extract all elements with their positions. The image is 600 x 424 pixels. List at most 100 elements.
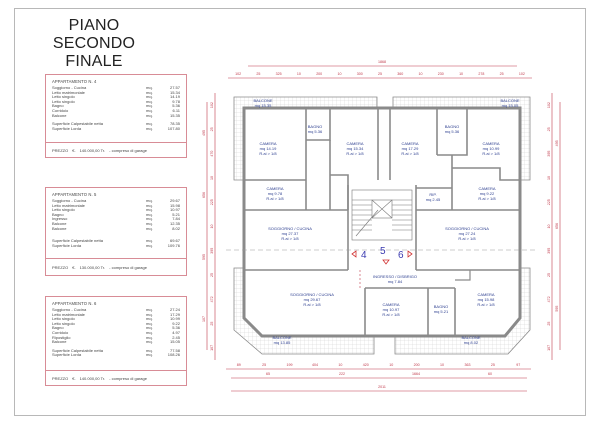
walls xyxy=(242,106,522,338)
room-label: R.ai > 1/8 xyxy=(401,151,419,156)
dimension-label: 10 xyxy=(338,363,342,367)
room-label: R.ai > 1/8 xyxy=(266,196,284,201)
room-label: mq 15.98 xyxy=(478,297,495,302)
balcony-label: BALCONE xyxy=(461,335,480,340)
price-row: PREZZO €. 130.000,00 Tr. - compreso di g… xyxy=(46,258,186,275)
dimension-label: 102 xyxy=(519,72,525,76)
dimension-label: 395 xyxy=(547,151,551,157)
room-label: BAGNO xyxy=(434,304,448,309)
dimension-label: 395 xyxy=(210,248,214,254)
dimension-label: 25 xyxy=(500,72,504,76)
room-label: R.ai > 1/8 xyxy=(259,151,277,156)
dimension-label: 25 xyxy=(210,322,214,326)
room-label: mq 10.97 xyxy=(383,307,400,312)
dimension-label: 656 xyxy=(202,192,206,198)
dimension-label: 10 xyxy=(297,72,301,76)
room-label: RIP. xyxy=(429,192,436,197)
room-label: mq 10.99 xyxy=(483,146,500,151)
dimension-label: 363 xyxy=(464,363,470,367)
staircase xyxy=(351,189,413,241)
room-label: mq 14.19 xyxy=(260,146,277,151)
dimension-label: 25 xyxy=(547,127,551,131)
room-label: SOGGIORNO / CUCINA xyxy=(445,226,489,231)
price-row: PREZZO €. 140.000,00 Tr. - compreso di g… xyxy=(46,370,186,385)
room-label: BAGNO xyxy=(445,124,459,129)
dimension-label: 225 xyxy=(547,199,551,205)
dimension-label: 25 xyxy=(210,127,214,131)
dimension-label: 200 xyxy=(316,72,322,76)
room-label: BAGNO xyxy=(308,124,322,129)
dimension-label: 107 xyxy=(547,345,551,351)
dimension-label: 404 xyxy=(312,363,318,367)
room-label: mq 5.36 xyxy=(445,129,460,134)
dimension-label: 25 xyxy=(210,273,214,277)
room-label: SOGGIORNO / CUCINA xyxy=(268,226,312,231)
dimension-label: 495 xyxy=(202,130,206,136)
room-label: mq 17.29 xyxy=(402,146,419,151)
dimension-label: 60 xyxy=(488,372,492,376)
room-label: R.ai > 1/8 xyxy=(478,196,496,201)
room-label: CAMERA xyxy=(482,141,499,146)
room-label: mq 5.21 xyxy=(434,309,449,314)
dimension-label: 102 xyxy=(235,72,241,76)
dimension-label: 65 xyxy=(266,372,270,376)
room-label: mq 27.24 xyxy=(459,231,476,236)
room-label: mq 9.22 xyxy=(480,191,495,196)
room-label: CAMERA xyxy=(477,292,494,297)
marker-5: 5 xyxy=(380,246,386,257)
dimension-label: 10 xyxy=(337,72,341,76)
room-label: mq 29.67 xyxy=(304,297,321,302)
dimension-label: 10 xyxy=(210,225,214,229)
dimension-label: 222 xyxy=(339,372,345,376)
room-label: INGRESSO / DISBRIGO xyxy=(373,274,417,279)
balcony-label: BALCONE xyxy=(272,335,291,340)
apartment-title: APPARTAMENTO N. 5 xyxy=(52,192,97,197)
dimension-label: 10 xyxy=(547,176,551,180)
balcony-label: BALCONE xyxy=(253,98,272,103)
room-label: mq 15.34 xyxy=(347,146,364,151)
room-label: mq 9.78 xyxy=(268,191,283,196)
dimension-label: 199 xyxy=(287,363,293,367)
room-label: mq 7.84 xyxy=(388,279,403,284)
balcony-label: BALCONE xyxy=(500,98,519,103)
room-label: mq 2.45 xyxy=(426,197,441,202)
dimension-label: 10 xyxy=(547,225,551,229)
dimension-label: 102 xyxy=(547,102,551,108)
room-label: R.ai > 1/8 xyxy=(281,236,299,241)
balcony-label: mq 15.35 xyxy=(255,103,272,108)
room-label: SOGGIORNO / CUCINA xyxy=(290,292,334,297)
dimension-label: 420 xyxy=(363,363,369,367)
room-label: CAMERA xyxy=(382,302,399,307)
room-label: R.ai > 1/8 xyxy=(477,302,495,307)
dimension-label: 25 xyxy=(547,322,551,326)
dimension-label: 10 xyxy=(419,72,423,76)
title-line-2: FINALE xyxy=(65,53,123,70)
